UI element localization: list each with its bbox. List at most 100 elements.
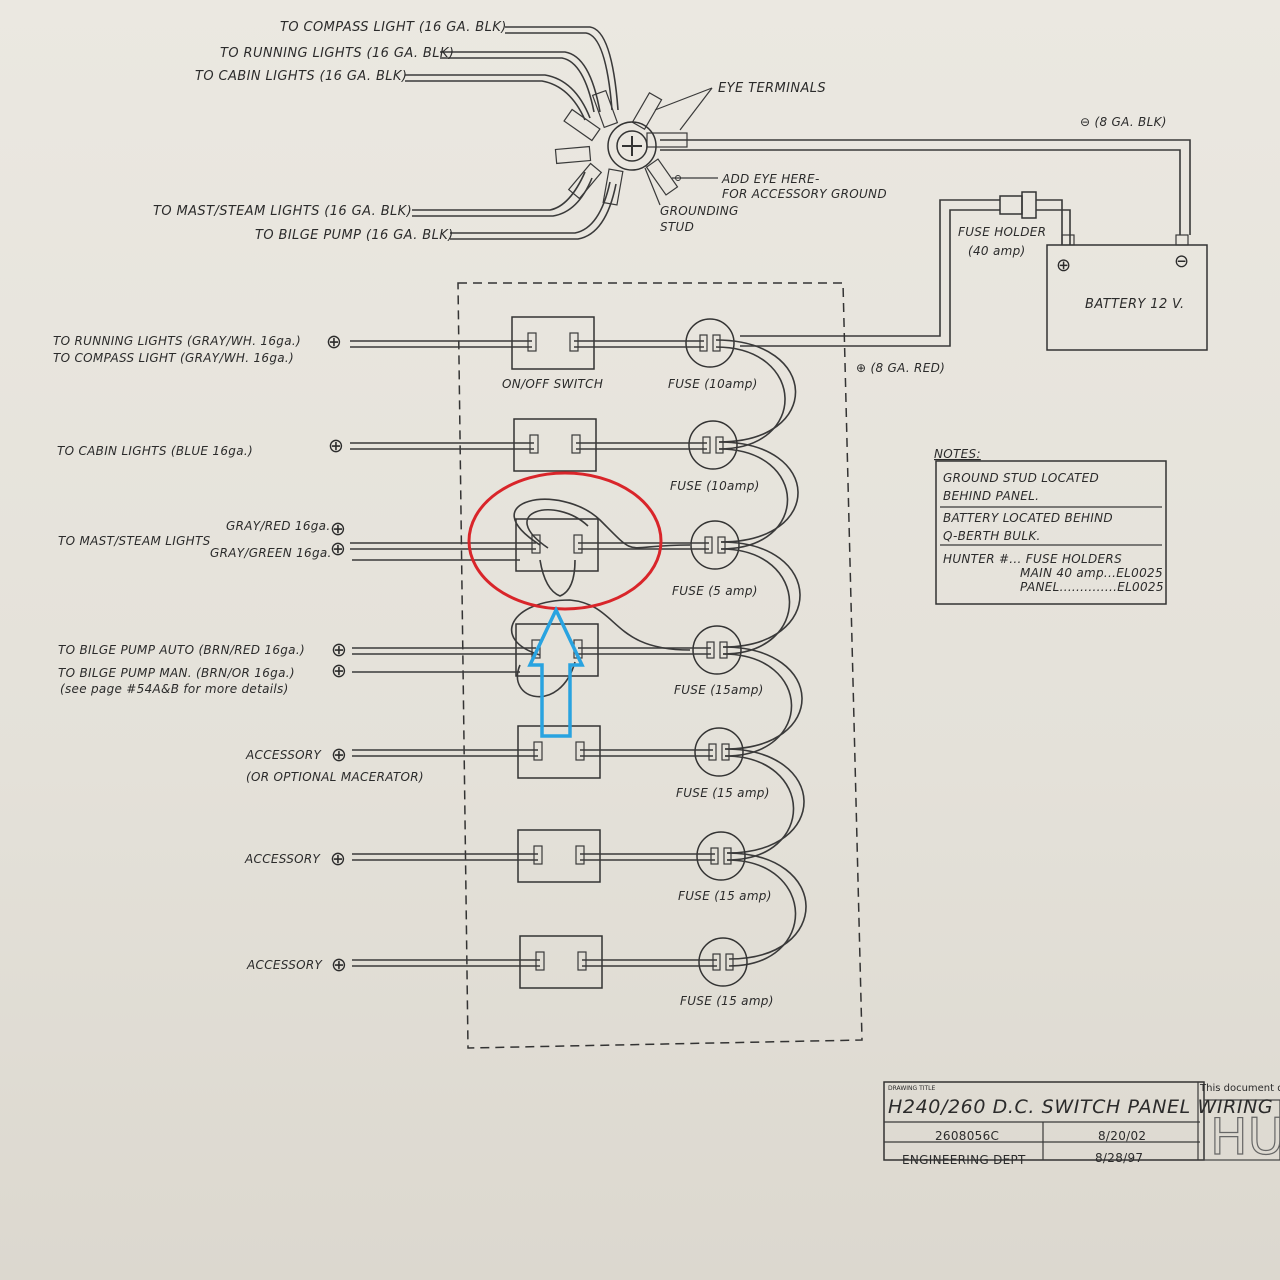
battery-12v [1046,244,1208,351]
label-bilge-pump: TO BILGE PUMP (16 GA. BLK) [255,228,454,243]
fuse-terminal [715,436,724,454]
fuse-terminal [706,641,715,659]
switch-terminal [531,639,541,659]
notes-line-1: GROUND STUD LOCATED [943,471,1099,485]
fuse-label-3: FUSE (5 amp) [672,584,758,598]
fuse-terminal [719,641,728,659]
fuse-2 [688,420,738,470]
label-grounding: GROUNDING [660,204,739,218]
fuse-terminal [717,536,726,554]
hunter-logo: HU [1210,1108,1280,1166]
switch-panel-outline [457,282,863,1049]
label-accessory-ground: FOR ACCESSORY GROUND [722,187,887,201]
ground-stud-assembly [405,26,1191,240]
label-compass-gray-wh: TO COMPASS LIGHT (GRAY/WH. 16ga.) [53,351,294,365]
fuse-holder-40amp [999,195,1023,215]
switch-terminal [575,741,585,761]
label-bilge-man: TO BILGE PUMP MAN. (BRN/OR 16ga.) [58,666,295,680]
notes-title: NOTES: [934,447,981,461]
label-battery: BATTERY 12 V. [1085,297,1184,312]
fuse-label-2: FUSE (10amp) [670,479,760,493]
fuse-terminal [712,334,721,352]
fuse-label-7: FUSE (15 amp) [680,994,774,1008]
switch-terminal [529,434,539,454]
plus-terminal-icon: ⊕ [330,848,346,870]
plus-terminal-icon: ⊕ [331,744,347,766]
label-pos-8ga: ⊕ (8 GA. RED) [856,361,945,375]
fuse-6 [696,831,746,881]
switch-terminal [533,845,543,865]
doc-disclaimer: This document disclose [1199,1083,1280,1094]
plus-terminal-icon: ⊕ [331,660,347,682]
battery-plus-icon: ⊕ [1056,255,1071,276]
switch-terminal [577,951,587,971]
revision-date: 8/20/02 [1098,1129,1146,1143]
battery-minus-icon: ⊖ [1174,251,1189,272]
bus-wire [726,859,797,967]
fuse-1 [685,318,735,368]
label-eye-terminals: EYE TERMINALS [718,81,826,96]
fuse-terminal [708,743,717,761]
fuse-label-6: FUSE (15 amp) [678,889,772,903]
label-on-off-switch: ON/OFF SWITCH [502,377,603,391]
label-mast-steam: TO MAST/STEAM LIGHTS [58,534,211,548]
fuse-label-5: FUSE (15 amp) [676,786,770,800]
bus-wire [722,653,793,757]
bus-wire [720,541,801,648]
notes-line-5: HUNTER #... FUSE HOLDERS [943,552,1122,566]
plus-terminal-icon: ⊕ [331,954,347,976]
bus-wire [718,448,789,550]
title-block [883,1081,1280,1161]
fuse-3 [690,520,740,570]
notes-line-2: BEHIND PANEL. [943,489,1039,503]
label-fuse-holder: FUSE HOLDER [958,225,1046,239]
fuse-terminal [721,743,730,761]
notes-line-4: Q-BERTH BULK. [943,529,1041,543]
label-running-lights: TO RUNNING LIGHTS (16 GA. BLK) [220,46,454,61]
label-cabin-blue: TO CABIN LIGHTS (BLUE 16ga.) [57,444,253,458]
fuse-terminal [725,953,734,971]
fuse-terminal [704,536,713,554]
switch-terminal [575,845,585,865]
switch-4 [515,623,599,677]
mast-jumper-wire [539,559,576,597]
blue-arrow-icon [527,605,585,738]
drawing-number: 2608056C [935,1129,999,1143]
label-see-page: (see page #54A&B for more details) [60,682,289,696]
label-gray-green: GRAY/GREEN 16ga. [210,546,332,560]
switch-7 [519,935,603,989]
label-mast-lights: TO MAST/STEAM LIGHTS (16 GA. BLK) [153,204,412,219]
fuse-terminal [710,847,719,865]
highlight-circle [467,471,663,611]
label-compass-light: TO COMPASS LIGHT (16 GA. BLK) [280,20,507,35]
bus-wire [724,748,805,854]
fuse-terminal [699,334,708,352]
notes-line-3: BATTERY LOCATED BEHIND [943,511,1113,525]
fuse-terminal [702,436,711,454]
label-accessory-1: ACCESSORY [245,748,323,762]
plus-terminal-icon: ⊕ [330,538,346,560]
notes-line-6: MAIN 40 amp...EL0025 [1020,566,1163,580]
bus-wire [726,852,807,960]
plus-terminal-icon: ⊕ [328,435,344,457]
mast-jumper-wire [513,498,691,549]
mast-jumper-wire [526,509,589,549]
switch-terminal [535,951,545,971]
drawn-by: ENGINEERING DEPT [902,1153,1026,1167]
bus-wire [722,646,803,750]
switch-terminal [569,332,579,352]
notes-box [935,460,1167,605]
bus-wire [715,346,786,450]
plus-terminal-icon: ⊕ [330,518,346,540]
fuse-terminal [723,847,732,865]
label-accessory-2: ACCESSORY [244,852,322,866]
switch-terminal [527,332,537,352]
drawing-date: 8/28/97 [1095,1151,1143,1165]
plus-terminals: ⊕ ⊕ ⊕ ⊕ ⊕ ⊕ ⊕ ⊕ ⊕ [326,331,347,976]
switch-2 [513,418,597,472]
switch-6 [517,829,601,883]
label-neg-8ga: ⊖ (8 GA. BLK) [1080,115,1167,129]
fuse-label-1: FUSE (10amp) [668,377,758,391]
